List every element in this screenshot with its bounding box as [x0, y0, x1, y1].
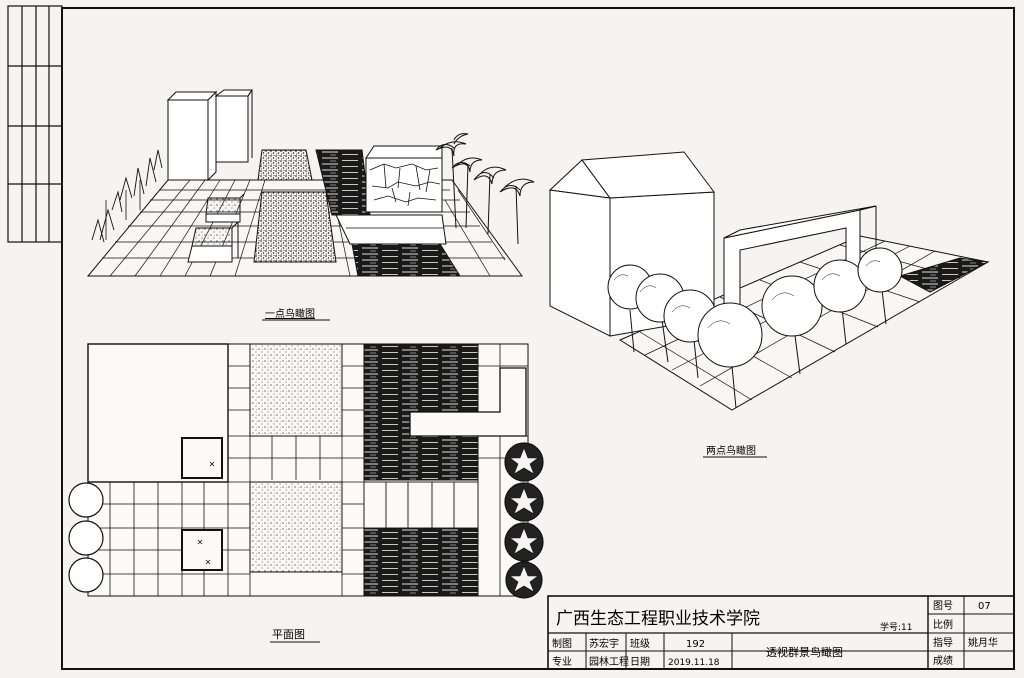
- one-point-perspective-drawing: [86, 89, 535, 277]
- drawn-by-value: 苏宏宇: [589, 637, 619, 650]
- class-value: 192: [686, 639, 705, 650]
- site-plan-drawing: [68, 343, 544, 599]
- sheet-border: [61, 7, 1015, 670]
- caption-two-point: 两点鸟瞰图: [706, 444, 756, 457]
- major-value: 园林工程: [589, 655, 629, 668]
- drawn-by-label: 制图: [552, 637, 572, 650]
- grade-label: 成绩: [933, 654, 953, 667]
- school-name: 广西生态工程职业技术学院: [556, 609, 760, 629]
- student-number: 学号:11: [880, 621, 913, 633]
- sheet-no-value: 07: [978, 601, 991, 612]
- caption-plan: 平面图: [272, 628, 305, 641]
- instructor-value: 姚月华: [968, 636, 998, 649]
- instructor-label: 指导: [933, 636, 953, 649]
- binding-strip: [7, 5, 63, 243]
- date-value: 2019.11.18: [668, 658, 720, 668]
- sheet-no-label: 图号: [933, 600, 953, 612]
- caption-one-point: 一点鸟瞰图: [265, 307, 315, 320]
- date-label: 日期: [630, 656, 650, 668]
- drawing-title: 透视群景鸟瞰图: [766, 645, 843, 659]
- class-label: 班级: [630, 638, 650, 650]
- two-point-perspective-drawing: [548, 151, 990, 411]
- title-block: [547, 595, 1015, 670]
- major-label: 专业: [552, 655, 572, 668]
- scale-label: 比例: [933, 618, 953, 631]
